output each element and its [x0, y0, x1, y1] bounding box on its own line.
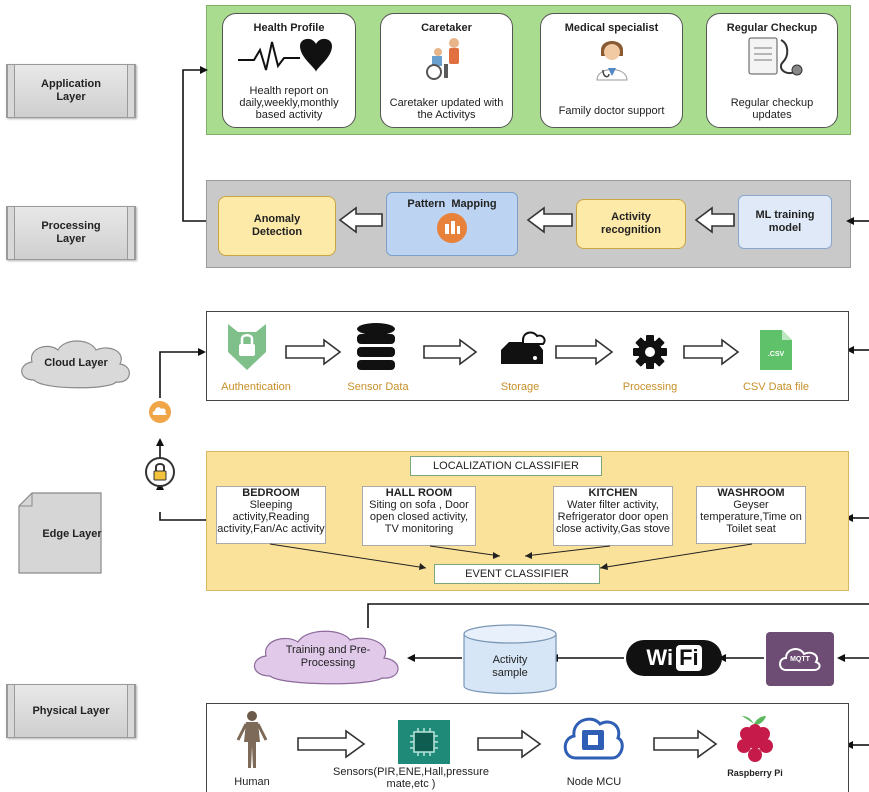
washroom-desc: Geyser temperature,Time on Toilet seat — [700, 499, 802, 535]
storage-caption: Storage — [500, 381, 540, 393]
mqtt-label: MQTT — [790, 656, 810, 663]
cloud-upload-icon — [149, 401, 171, 423]
mqtt-cloud-icon — [779, 648, 821, 671]
heart-pulse-icon — [238, 38, 332, 72]
processing-layer-label: Processing Layer — [6, 206, 136, 260]
kitchen-title: KITCHEN — [588, 487, 638, 499]
hall-room-box: HALL ROOM Siting on sofa , Door open clo… — [362, 486, 476, 546]
chart-icon — [437, 213, 467, 243]
activity-recognition-box: Activity recognition — [576, 199, 686, 249]
csv-file-icon — [760, 330, 792, 370]
human-caption: Human — [234, 776, 270, 788]
pattern-mapping-box: Pattern Mapping — [386, 192, 518, 256]
health-profile-desc: Health report on daily,weekly,monthly ba… — [239, 85, 339, 121]
wifi-text-left: Wi — [646, 645, 674, 670]
processing-caption: Processing — [622, 381, 678, 393]
authentication-shield-icon — [228, 324, 266, 370]
sensors-caption: Sensors(PIR,ENE,Hall,pressure mate,etc ) — [333, 766, 489, 790]
cloud-layer-label: Cloud Layer — [44, 357, 108, 369]
raspberry-pi-caption: Raspberry Pi — [727, 768, 783, 778]
lock-connector-icon — [145, 457, 175, 487]
washroom-title: WASHROOM — [717, 487, 785, 499]
localization-classifier-box: LOCALIZATION CLASSIFIER — [410, 456, 602, 476]
caretaker-desc: Caretaker updated with the Activitys — [389, 97, 504, 121]
medical-specialist-card: Medical specialist Family doctor support — [540, 13, 683, 128]
ml-training-model-box: ML training model — [738, 195, 832, 249]
caretaker-icon — [425, 38, 459, 80]
activity-sample-label: Activity sample — [492, 654, 528, 679]
training-cloud-shape — [253, 630, 399, 685]
csv-data-file-caption: CSV Data file — [742, 381, 810, 393]
medical-specialist-title: Medical specialist — [564, 22, 659, 34]
kitchen-desc: Water filter activity, Refrigerator door… — [555, 499, 671, 535]
sensor-chip-icon — [398, 720, 450, 764]
mqtt-box: MQTT — [766, 632, 834, 686]
hall-room-title: HALL ROOM — [385, 487, 453, 499]
medical-specialist-desc: Family doctor support — [558, 105, 665, 117]
gear-icon — [633, 335, 667, 369]
regular-checkup-desc: Regular checkup updates — [730, 97, 814, 121]
doctor-icon — [595, 41, 628, 81]
bedroom-title: BEDROOM — [242, 487, 300, 499]
washroom-box: WASHROOM Geyser temperature,Time on Toil… — [696, 486, 806, 544]
caretaker-title: Caretaker — [421, 22, 472, 34]
stethoscope-clipboard-icon — [748, 37, 803, 76]
physical-layer-label: Physical Layer — [6, 684, 136, 738]
cloud-layer-shape — [21, 340, 130, 389]
human-figure-icon — [236, 711, 268, 768]
hall-room-desc: Siting on sofa , Door open closed activi… — [369, 499, 469, 535]
health-profile-card: Health Profile Health report on daily,we… — [222, 13, 356, 128]
bedroom-desc: Sleeping activity,Reading activity,Fan/A… — [217, 499, 325, 535]
authentication-caption: Authentication — [221, 381, 291, 393]
regular-checkup-card: Regular Checkup Regular checkup updates — [706, 13, 838, 128]
wifi-text-right: Fi — [676, 645, 702, 671]
edge-layer-shape — [18, 492, 102, 574]
sensor-data-caption: Sensor Data — [347, 381, 409, 393]
node-mcu-caption: Node MCU — [566, 776, 622, 788]
bedroom-box: BEDROOM Sleeping activity,Reading activi… — [216, 486, 326, 544]
kitchen-box: KITCHEN Water filter activity, Refrigera… — [553, 486, 673, 546]
csv-tag-label: .CSV — [767, 351, 785, 358]
cloud-storage-icon — [501, 331, 546, 364]
wifi-badge: Wi Fi — [626, 640, 722, 676]
regular-checkup-title: Regular Checkup — [726, 22, 818, 34]
caretaker-card: Caretaker Caretaker updated with the Act… — [380, 13, 513, 128]
anomaly-detection-box: Anomaly Detection — [218, 196, 336, 256]
activity-sample-cylinder — [463, 624, 557, 695]
training-preprocessing-label: Training and Pre-Processing — [285, 644, 371, 669]
database-icon — [357, 323, 395, 370]
health-profile-title: Health Profile — [253, 22, 325, 34]
edge-layer-label: Edge Layer — [42, 528, 102, 540]
node-mcu-icon — [563, 717, 624, 760]
event-classifier-box: EVENT CLASSIFIER — [434, 564, 600, 584]
application-layer-label: Application Layer — [6, 64, 136, 118]
raspberry-pi-icon — [737, 716, 773, 762]
pattern-mapping-title: Pattern Mapping — [407, 198, 497, 210]
